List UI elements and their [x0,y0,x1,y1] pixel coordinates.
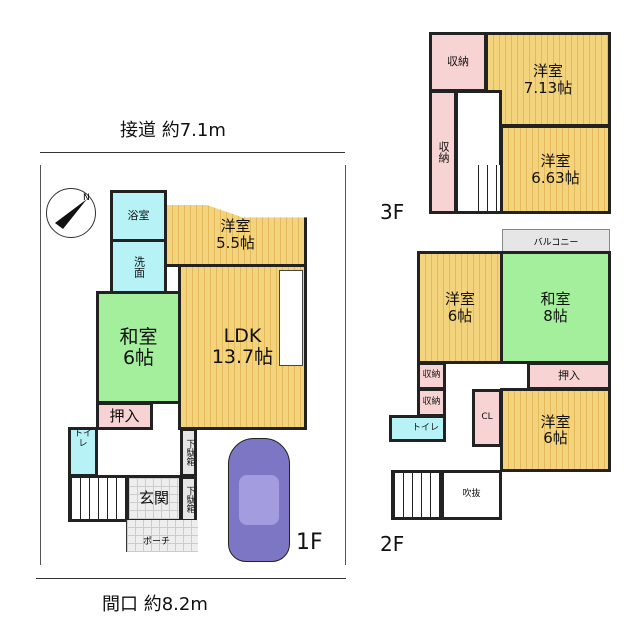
floor-label-3f: 3F [380,200,405,224]
void: 吹抜 [441,470,502,520]
storage-2f-2: 収納 [417,388,446,417]
shoe-box-2: 下駄箱 [180,476,197,522]
toilet: トイレ [68,427,98,477]
car-icon [228,438,290,562]
stairs-2f [391,470,443,520]
storage-3f-2: 収納 [429,90,457,214]
toilet-2f: トイレ [389,415,446,442]
closet: 押入 [96,402,153,430]
compass-icon: N [46,188,96,238]
room-washroom: 洗面 [110,239,167,294]
frontage-dimension: 間口 約8.2m [102,594,208,615]
stairs-1f [68,475,128,522]
closet-2f: 押入 [527,362,611,390]
closet-cl: CL [472,389,502,447]
balcony: バルコニー [502,229,610,253]
storage-3f-1: 収納 [429,32,487,92]
shoe-box-1: 下駄箱 [180,428,197,477]
floor-label-1f: 1F [296,530,323,555]
frontage-dimension-line [36,578,346,579]
lot-boundary-left [40,165,41,565]
lot-boundary-right [345,165,346,565]
storage-2f-1: 収納 [417,362,446,390]
room-bath: 浴室 [110,190,167,242]
hall-3f [455,90,502,214]
entrance: 玄関 [126,475,182,522]
road-dimension-line [40,152,345,153]
road-access-dimension: 接道 約7.1m [120,120,226,141]
floor-label-2f: 2F [380,532,405,556]
kitchen-counter [279,270,303,366]
porch: ポーチ [126,520,198,552]
